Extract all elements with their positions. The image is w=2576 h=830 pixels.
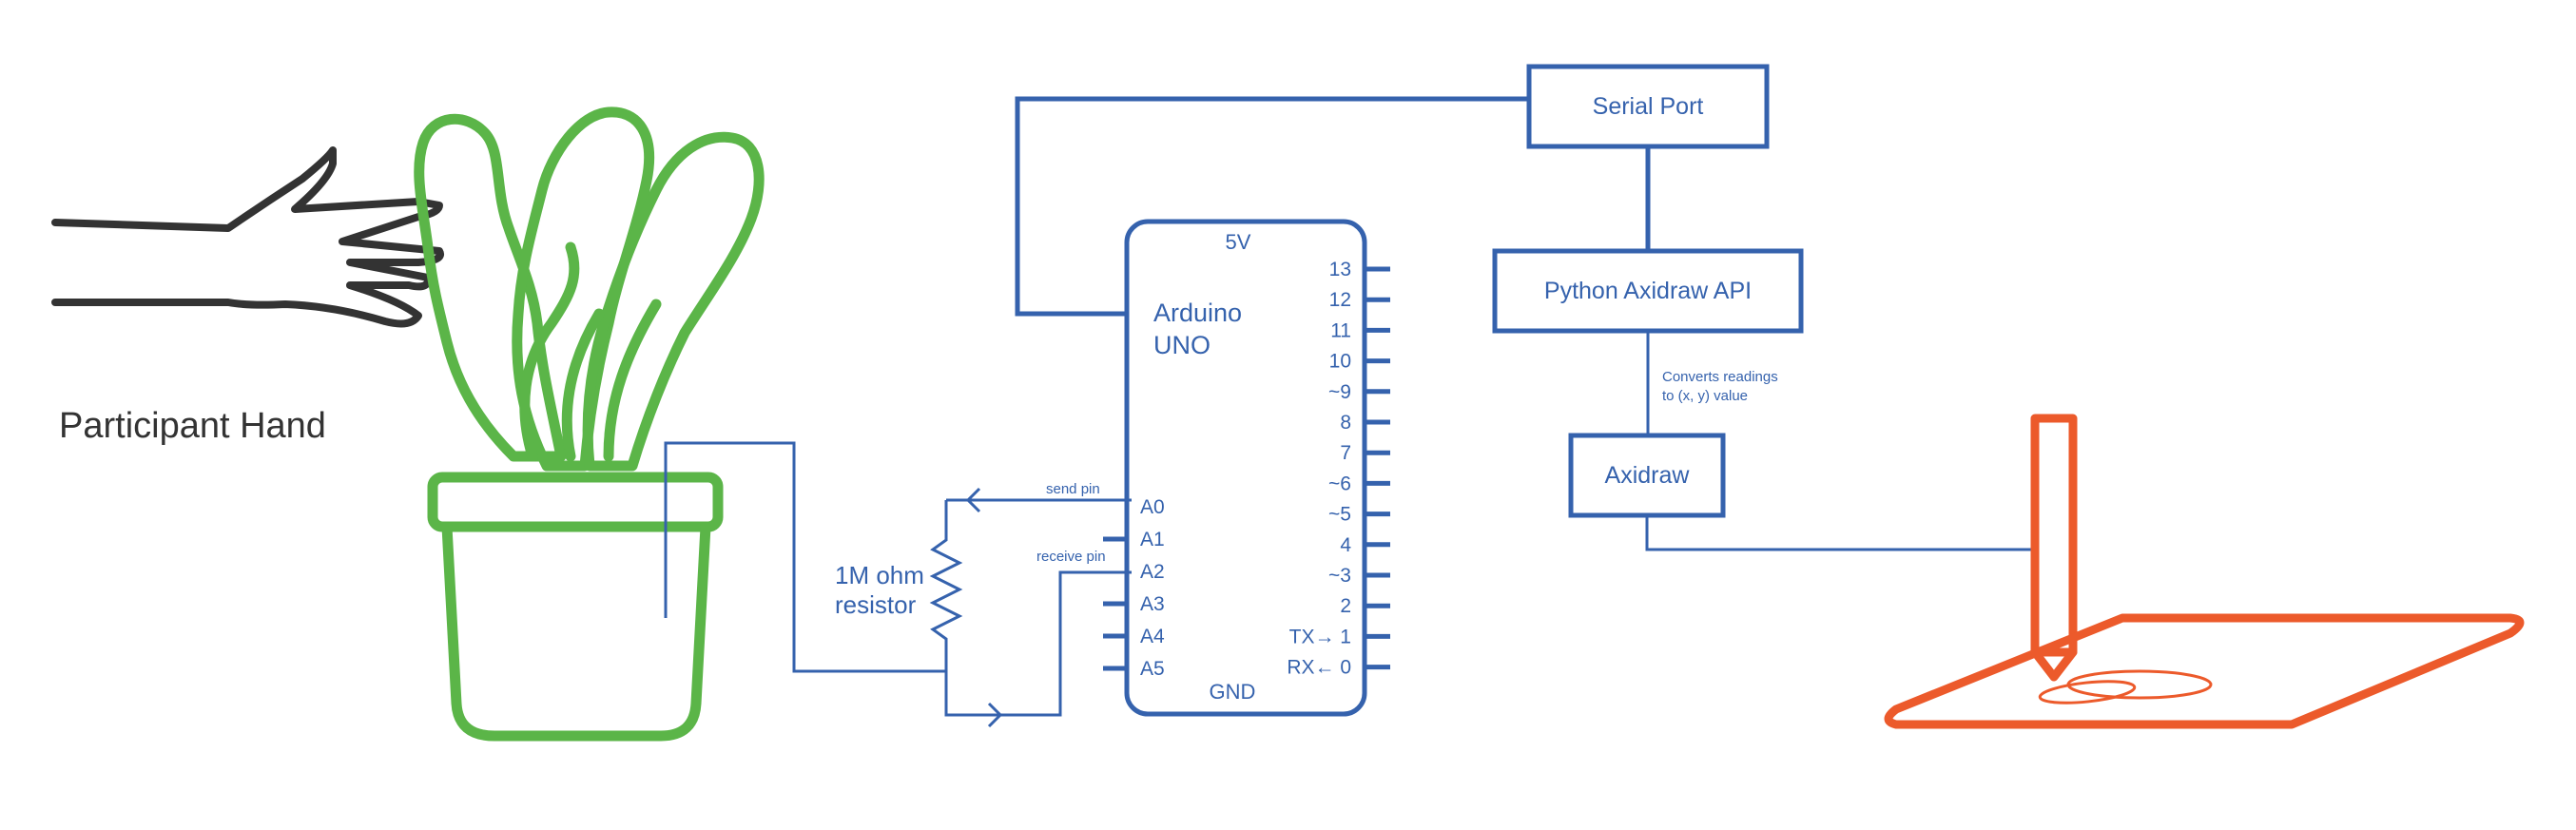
digital-pin-label: 7: [1340, 442, 1351, 464]
python-api-box: Python Axidraw API: [1492, 248, 1804, 334]
participant-hand-label: Participant Hand: [59, 406, 326, 446]
serial-port-box: Serial Port: [1526, 64, 1770, 149]
resistor-icon: [929, 487, 1132, 728]
digital-pin-label: 4: [1340, 534, 1351, 556]
digital-pin-label: ~9: [1328, 381, 1351, 403]
analog-pin-label: A5: [1140, 658, 1165, 680]
digital-pin-label: RX← 0: [1287, 657, 1351, 679]
plant-probe-wire: [664, 441, 946, 673]
receive-pin-label: receive pin: [1036, 549, 1106, 565]
participant-hand-icon: [51, 146, 444, 328]
serial-port-label: Serial Port: [1593, 93, 1704, 120]
digital-pin-label: ~5: [1328, 504, 1351, 526]
arduino-name-2: UNO: [1153, 331, 1211, 359]
digital-pin-label: 8: [1340, 412, 1351, 434]
arduino-gnd-label: GND: [1210, 680, 1256, 704]
analog-pin-label: A3: [1140, 593, 1165, 615]
digital-pin-label: ~3: [1328, 565, 1351, 587]
analog-pin-label: A0: [1140, 496, 1165, 518]
arduino-5v-label: 5V: [1226, 230, 1251, 254]
analog-pin-label: A1: [1140, 529, 1165, 550]
axidraw-box: Axidraw: [1568, 433, 1726, 518]
digital-pin-label: TX→ 1: [1289, 626, 1351, 647]
resistor-label-2: resistor: [835, 590, 917, 619]
plant-icon: [414, 106, 765, 472]
axidraw-to-pen-wire: [1645, 515, 2035, 551]
digital-pin-label: 12: [1329, 289, 1351, 311]
python-api-label: Python Axidraw API: [1544, 278, 1752, 304]
arduino-name-1: Arduino: [1153, 299, 1242, 327]
digital-pin-label: 10: [1329, 351, 1351, 373]
digital-pin-label: ~6: [1328, 473, 1351, 494]
converts-label-1: Converts readings: [1662, 369, 1778, 385]
drawn-scribble-icon: [2038, 669, 2213, 705]
digital-pin-label: 11: [1330, 319, 1351, 341]
pot-icon: [427, 472, 724, 742]
analog-pin-label: A4: [1140, 626, 1165, 647]
digital-pin-label: 13: [1329, 259, 1351, 280]
analog-pin-label: A2: [1140, 561, 1165, 583]
serial-wire: [1015, 96, 1529, 317]
digital-pin-label: 2: [1340, 595, 1351, 617]
converts-label-2: to (x, y) value: [1662, 388, 1748, 404]
resistor-label-1: 1M ohm: [835, 561, 924, 589]
plotter-paper-icon: [1884, 613, 2525, 729]
axidraw-label: Axidraw: [1605, 462, 1691, 489]
send-pin-label: send pin: [1046, 481, 1100, 497]
